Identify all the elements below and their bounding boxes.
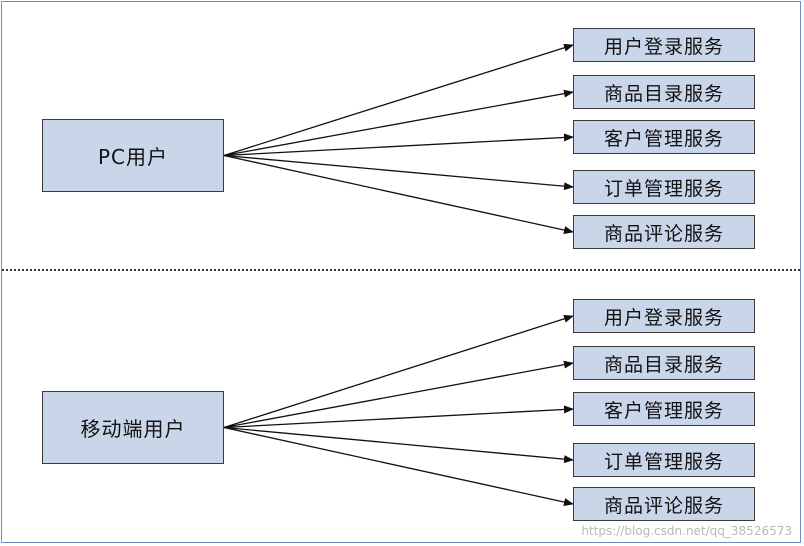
pc-service-customer: 客户管理服务: [573, 120, 755, 154]
arrow-mobile-3: [223, 405, 574, 429]
pc-service-login: 用户登录服务: [573, 28, 755, 62]
arrow-pc-2: [223, 89, 574, 157]
service-label: 商品目录服务: [603, 82, 724, 105]
pc-service-order: 订单管理服务: [573, 170, 755, 204]
service-label: 用户登录服务: [603, 306, 724, 329]
mobile-service-catalog: 商品目录服务: [573, 346, 755, 380]
mobile-user-box: 移动端用户: [42, 391, 224, 464]
pc-user-label: PC用户: [97, 145, 169, 169]
service-label: 商品目录服务: [603, 353, 724, 376]
arrow-pc-3: [223, 133, 574, 157]
arrow-mobile-4: [223, 426, 574, 464]
arrow-pc-1: [223, 43, 574, 157]
service-label: 客户管理服务: [603, 399, 724, 422]
service-label: 商品评论服务: [603, 222, 724, 245]
service-label: 客户管理服务: [603, 127, 724, 150]
arrow-mobile-2: [223, 360, 574, 429]
mobile-service-review: 商品评论服务: [573, 487, 755, 521]
dotted-divider: [2, 269, 800, 271]
pc-service-catalog: 商品目录服务: [573, 75, 755, 109]
mobile-service-customer: 客户管理服务: [573, 392, 755, 426]
mobile-service-login: 用户登录服务: [573, 299, 755, 333]
pc-user-box: PC用户: [42, 119, 224, 192]
service-label: 订单管理服务: [603, 177, 724, 200]
service-label: 商品评论服务: [603, 494, 724, 517]
service-label: 用户登录服务: [603, 35, 724, 58]
arrow-pc-5: [223, 154, 574, 234]
arrow-pc-4: [223, 154, 574, 191]
pc-service-review: 商品评论服务: [573, 215, 755, 249]
watermark-text: https://blog.csdn.net/qq_38526573: [581, 524, 792, 538]
arrow-mobile-1: [223, 314, 574, 429]
mobile-user-label: 移动端用户: [80, 417, 186, 441]
arrow-mobile-5: [223, 426, 574, 506]
service-label: 订单管理服务: [603, 450, 724, 473]
mobile-service-order: 订单管理服务: [573, 443, 755, 477]
